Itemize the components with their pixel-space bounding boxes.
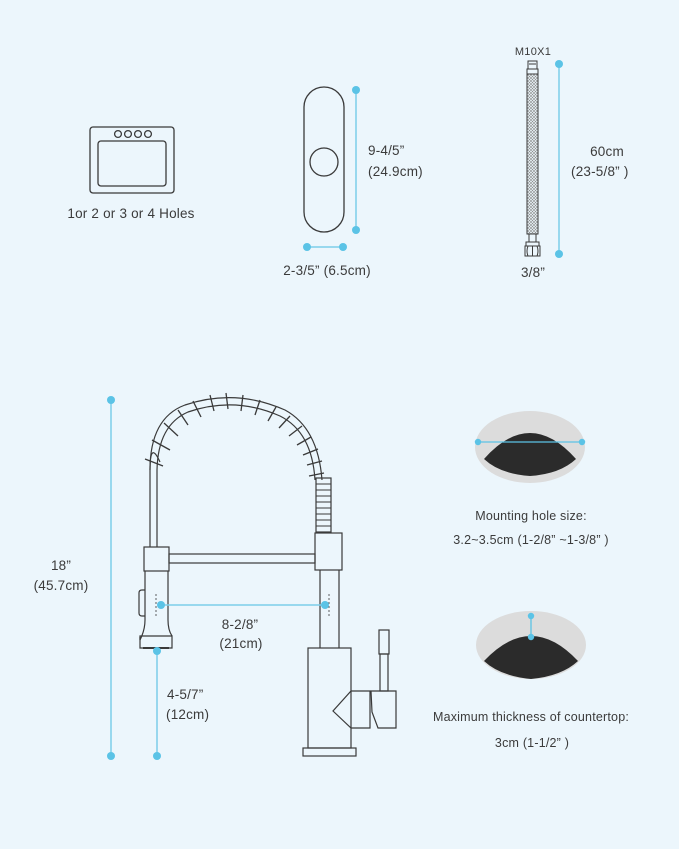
sink-holes-caption: 1or 2 or 3 or 4 Holes bbox=[67, 206, 195, 221]
sink-icon bbox=[89, 126, 175, 194]
mounting-hole-icon bbox=[474, 411, 586, 483]
mounting-hole-value: 3.2~3.5cm (1-2/8” ~1-3/8” ) bbox=[453, 533, 609, 547]
braided-hose-icon bbox=[524, 60, 541, 257]
hose-bottom-thread-label: 3/8” bbox=[520, 265, 546, 280]
countertop-thickness-value: 3cm (1-1/2” ) bbox=[494, 736, 570, 750]
spout-clearance-metric-label: (12cm) bbox=[166, 707, 210, 722]
faucet-height-metric-label: (45.7cm) bbox=[33, 578, 89, 593]
countertop-thickness-title: Maximum thickness of countertop: bbox=[432, 710, 630, 724]
spout-clearance-label: 4-5/7” bbox=[167, 687, 204, 702]
deck-plate-height-dimension bbox=[352, 86, 360, 234]
hose-length-dimension bbox=[555, 60, 563, 258]
hose-length-label: 60cm bbox=[590, 144, 624, 159]
faucet-reach-dimension bbox=[157, 601, 329, 609]
faucet-reach-metric-label: (21cm) bbox=[219, 636, 263, 651]
deck-plate-width-dimension bbox=[303, 243, 347, 251]
deck-plate-height-label: 9-4/5” bbox=[368, 143, 405, 158]
deck-plate-height-metric-label: (24.9cm) bbox=[368, 164, 423, 179]
faucet-icon bbox=[138, 392, 397, 757]
countertop-thickness-icon bbox=[476, 611, 586, 679]
deck-plate-width-label: 2-3/5” (6.5cm) bbox=[283, 263, 371, 278]
faucet-reach-label: 8-2/8” bbox=[221, 617, 259, 632]
deck-plate-icon bbox=[303, 86, 345, 233]
faucet-height-dimension bbox=[107, 396, 115, 760]
spout-clearance-dimension bbox=[153, 647, 161, 760]
faucet-height-label: 18” bbox=[50, 558, 72, 573]
mounting-hole-title: Mounting hole size: bbox=[475, 509, 587, 523]
hose-length-imperial-label: (23-5/8” ) bbox=[571, 164, 629, 179]
hose-top-thread-label: M10X1 bbox=[514, 46, 552, 58]
